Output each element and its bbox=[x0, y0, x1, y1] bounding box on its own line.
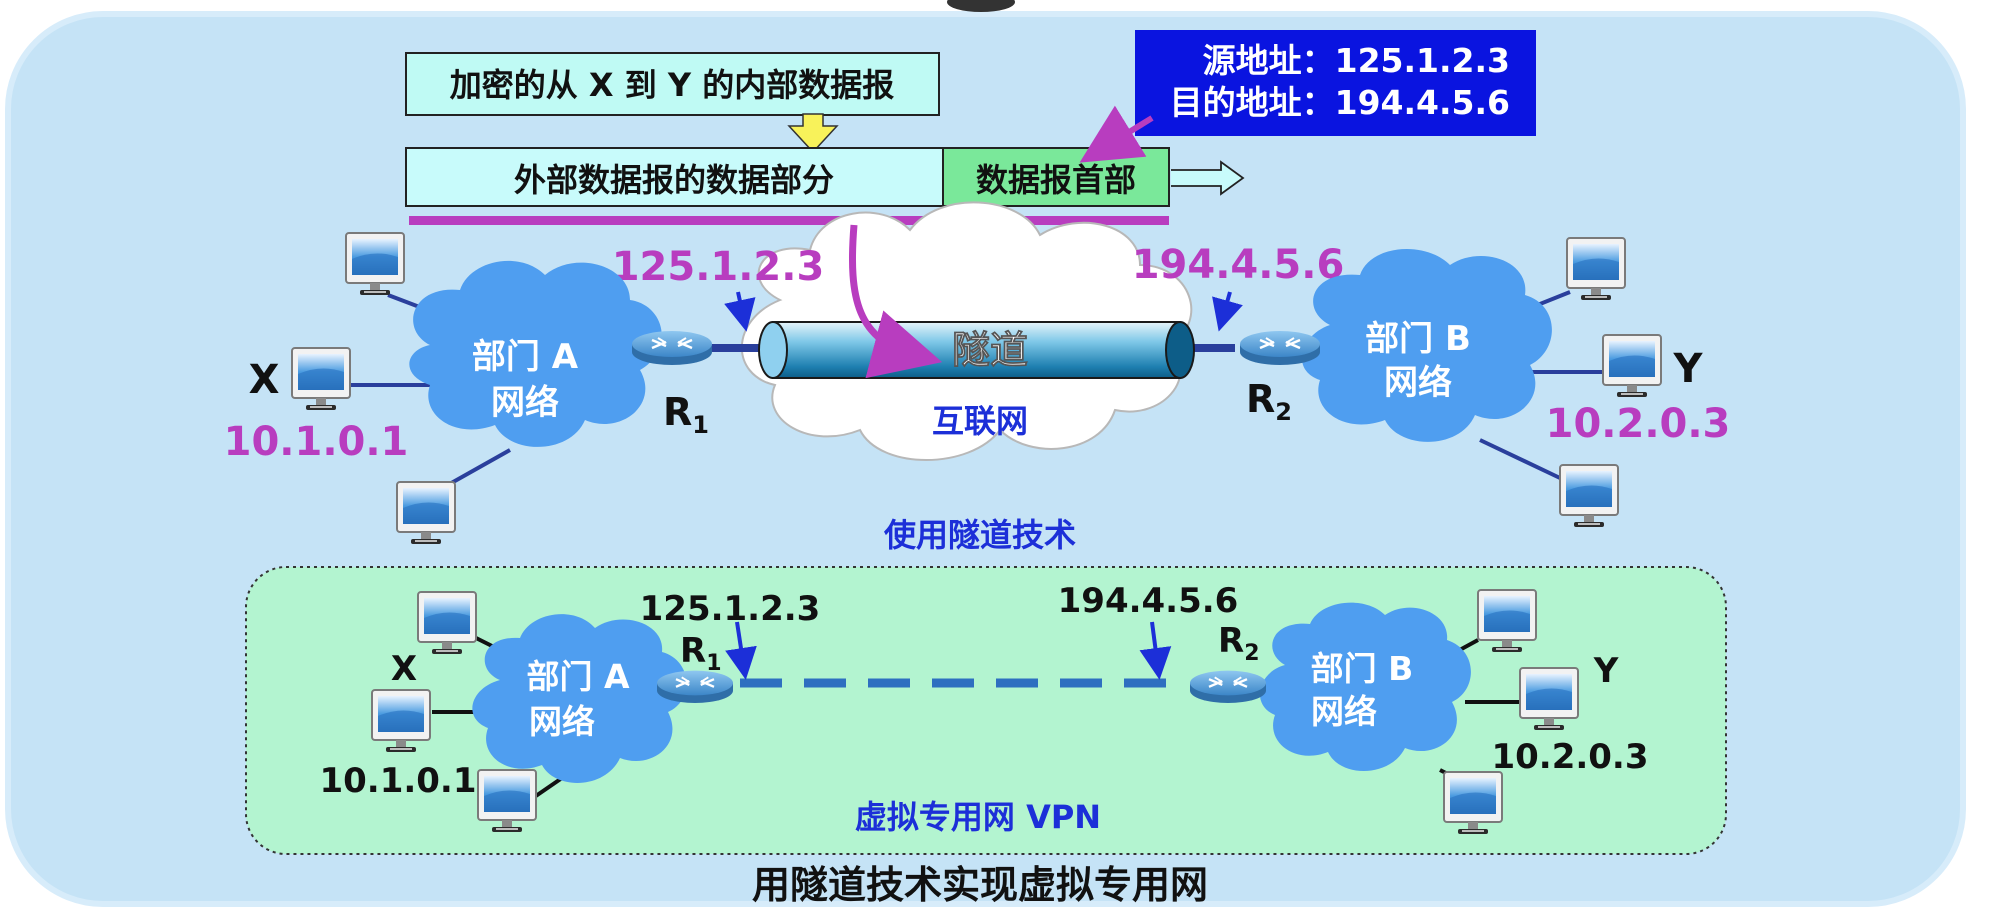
header-label: 数据报首部 bbox=[976, 161, 1136, 199]
top-decoration bbox=[947, 0, 1015, 12]
inner-datagram-box bbox=[405, 52, 940, 116]
top-caption: 使用隧道技术 bbox=[883, 516, 1076, 554]
top-cloud-a-line1: 部门 A bbox=[472, 337, 579, 377]
vpn-r2-label: R2 bbox=[1218, 621, 1260, 666]
top-cloud-a-line2: 网络 bbox=[491, 383, 559, 423]
link-tunnel-r2 bbox=[1175, 344, 1235, 352]
down-arrow-icon bbox=[787, 113, 839, 154]
tunnel-label: 隧道 bbox=[952, 328, 1028, 372]
top-cloud-b-line1: 部门 B bbox=[1365, 319, 1471, 359]
top-cloud-b-line2: 网络 bbox=[1384, 363, 1452, 403]
source-address: 源地址：125.1.2.3 bbox=[1203, 41, 1510, 80]
vpn-cloud-b-line1: 部门 B bbox=[1311, 649, 1414, 688]
packet-flow-arrow bbox=[848, 224, 943, 379]
address-pointer-arrow bbox=[1079, 105, 1154, 163]
vpn-r2-ip: 194.4.5.6 bbox=[1058, 581, 1239, 621]
vpn-caption: 虚拟专用网 VPN bbox=[855, 798, 1101, 836]
vpn-dept-a-cloud-icon bbox=[472, 614, 687, 783]
outer-data-label: 外部数据报的数据部分 bbox=[514, 161, 834, 199]
vpn-cloud-b-line2: 网络 bbox=[1311, 692, 1377, 731]
top-r2-label: R2 bbox=[1246, 377, 1292, 426]
vpn-router-r1-icon bbox=[655, 669, 735, 705]
vpn-r1-arrow bbox=[725, 621, 757, 680]
top-host-x: X bbox=[249, 357, 280, 403]
vpn-r1-ip: 125.1.2.3 bbox=[640, 589, 821, 629]
vpn-host-y: Y bbox=[1593, 651, 1619, 691]
vpn-cloud-a-line2: 网络 bbox=[529, 702, 595, 741]
top-host-y: Y bbox=[1673, 346, 1704, 392]
top-ip-y: 10.2.0.3 bbox=[1546, 401, 1731, 447]
vpn-cloud-a-line1: 部门 A bbox=[526, 657, 629, 696]
top-r1-arrow bbox=[724, 291, 756, 332]
dept-a-cloud-icon bbox=[409, 260, 662, 447]
vpn-ip-x: 10.1.0.1 bbox=[319, 761, 476, 801]
vpn-dept-b-cloud-icon bbox=[1259, 602, 1471, 772]
internet-label: 互联网 bbox=[932, 402, 1028, 440]
link-r1-tunnel bbox=[700, 344, 760, 352]
vpn-router-r2-icon bbox=[1188, 669, 1268, 705]
vpn-ip-y: 10.2.0.3 bbox=[1491, 737, 1648, 777]
link-b-host3 bbox=[1479, 438, 1561, 480]
dept-b-cloud-icon bbox=[1301, 248, 1552, 442]
top-r1-label: R1 bbox=[663, 390, 709, 439]
vpn-r2-arrow bbox=[1139, 621, 1172, 680]
top-router-r1-icon bbox=[630, 329, 714, 367]
destination-address: 目的地址：194.4.5.6 bbox=[1170, 83, 1510, 122]
address-box bbox=[1135, 30, 1536, 136]
top-ip-x: 10.1.0.1 bbox=[224, 419, 409, 465]
tunnel-left-end bbox=[758, 321, 788, 379]
tunnel-right-end bbox=[1165, 321, 1195, 379]
top-router-r2-icon bbox=[1238, 329, 1322, 367]
vpn-r1-label: R1 bbox=[680, 631, 722, 676]
vpn-host-x: X bbox=[391, 649, 417, 689]
outer-data-box bbox=[405, 147, 944, 207]
inner-datagram-label: 加密的从 X 到 Y 的内部数据报 bbox=[450, 66, 894, 104]
magenta-bar bbox=[409, 216, 1169, 225]
direction-arrow-icon bbox=[1171, 160, 1245, 196]
top-r1-ip: 125.1.2.3 bbox=[612, 244, 825, 290]
top-r2-arrow bbox=[1212, 291, 1243, 332]
diagram-title: 用隧道技术实现虚拟专用网 bbox=[752, 863, 1208, 907]
top-r2-ip: 194.4.5.6 bbox=[1132, 242, 1345, 288]
